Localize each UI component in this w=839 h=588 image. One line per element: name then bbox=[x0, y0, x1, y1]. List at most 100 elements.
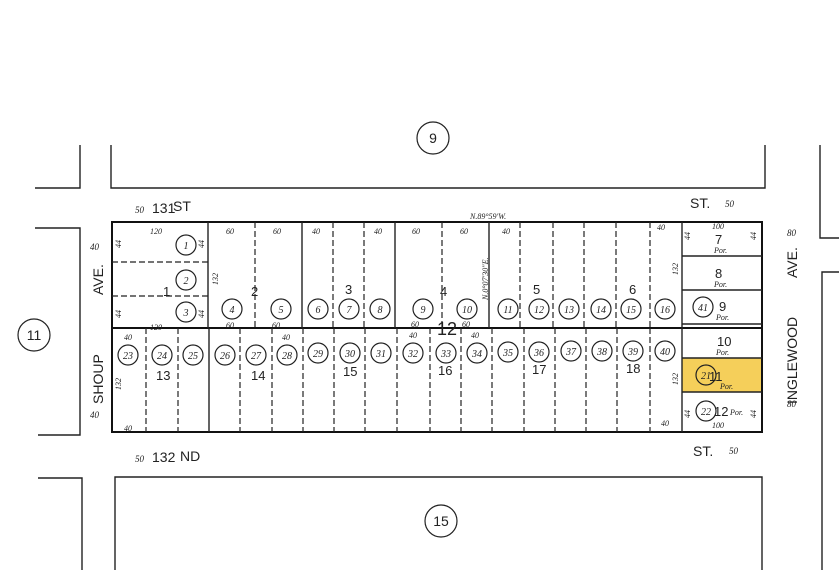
bottom-lot-lines bbox=[145, 328, 651, 432]
svg-text:40: 40 bbox=[312, 227, 320, 236]
svg-text:44: 44 bbox=[683, 410, 692, 418]
parcel-2: 2 bbox=[175, 269, 197, 291]
svg-text:Por.: Por. bbox=[715, 348, 729, 357]
parcel-38: 38 bbox=[591, 340, 613, 362]
svg-text:Por.: Por. bbox=[719, 382, 733, 391]
svg-text:132: 132 bbox=[114, 378, 123, 390]
parcel-13: 13 bbox=[558, 298, 580, 320]
svg-text:17: 17 bbox=[532, 362, 546, 377]
svg-text:40: 40 bbox=[409, 331, 417, 340]
svg-text:10: 10 bbox=[462, 305, 472, 316]
highlighted-parcel-21[interactable] bbox=[682, 358, 761, 392]
svg-text:21: 21 bbox=[701, 371, 711, 382]
svg-text:Por.: Por. bbox=[729, 408, 743, 417]
svg-text:AVE.: AVE. bbox=[90, 264, 106, 295]
svg-text:60: 60 bbox=[273, 227, 281, 236]
svg-text:1: 1 bbox=[184, 241, 189, 252]
svg-text:39: 39 bbox=[627, 347, 638, 358]
svg-text:13: 13 bbox=[156, 368, 170, 383]
svg-text:80: 80 bbox=[787, 228, 797, 238]
svg-text:60: 60 bbox=[226, 321, 234, 330]
parcel-26: 26 bbox=[214, 344, 236, 366]
parcel-34: 34 bbox=[466, 342, 488, 364]
svg-text:40: 40 bbox=[90, 410, 100, 420]
parcel-15: 15 bbox=[620, 298, 642, 320]
svg-text:132: 132 bbox=[671, 373, 680, 385]
svg-text:3: 3 bbox=[345, 282, 352, 297]
parcel-31: 31 bbox=[370, 342, 392, 364]
svg-text:1: 1 bbox=[163, 284, 170, 299]
svg-text:40: 40 bbox=[282, 333, 290, 342]
svg-text:9: 9 bbox=[429, 130, 437, 146]
parcel-22: 22 bbox=[695, 400, 717, 422]
street-131st: 50 131 ST ST. 50 bbox=[135, 195, 735, 216]
parcel-32: 32 bbox=[402, 342, 424, 364]
parcel-23: 23 bbox=[117, 344, 139, 366]
svg-text:100: 100 bbox=[712, 421, 724, 430]
svg-text:44: 44 bbox=[114, 240, 123, 248]
parcel-24: 24 bbox=[151, 344, 173, 366]
svg-text:32: 32 bbox=[407, 349, 418, 360]
parcel-9: 9 bbox=[412, 298, 434, 320]
svg-text:10: 10 bbox=[717, 334, 731, 349]
svg-text:6: 6 bbox=[629, 282, 636, 297]
svg-text:23: 23 bbox=[123, 351, 133, 362]
svg-text:44: 44 bbox=[197, 310, 206, 318]
parcel-5: 5 bbox=[270, 298, 292, 320]
svg-text:100: 100 bbox=[712, 222, 724, 231]
svg-text:60: 60 bbox=[411, 320, 419, 329]
svg-text:44: 44 bbox=[197, 240, 206, 248]
svg-text:12: 12 bbox=[714, 404, 728, 419]
svg-text:120: 120 bbox=[150, 227, 162, 236]
svg-text:25: 25 bbox=[188, 351, 198, 362]
svg-text:INGLEWOOD: INGLEWOOD bbox=[784, 317, 800, 404]
svg-text:60: 60 bbox=[460, 227, 468, 236]
parcel-25: 25 bbox=[182, 344, 204, 366]
svg-text:40: 40 bbox=[374, 227, 382, 236]
svg-text:40: 40 bbox=[124, 424, 132, 433]
parcel-35: 35 bbox=[497, 341, 519, 363]
svg-text:40: 40 bbox=[471, 331, 479, 340]
svg-text:5: 5 bbox=[533, 282, 540, 297]
svg-text:26: 26 bbox=[220, 351, 230, 362]
parcel-28: 28 bbox=[276, 344, 298, 366]
svg-text:AVE.: AVE. bbox=[784, 247, 800, 278]
svg-text:5: 5 bbox=[279, 305, 284, 316]
svg-text:8: 8 bbox=[715, 266, 722, 281]
block-15-outline bbox=[38, 271, 839, 570]
svg-text:132: 132 bbox=[152, 449, 176, 465]
svg-text:7: 7 bbox=[715, 232, 722, 247]
svg-text:30: 30 bbox=[344, 349, 355, 360]
parcel-21[interactable]: 21 bbox=[695, 364, 717, 386]
svg-text:14: 14 bbox=[251, 368, 265, 383]
svg-text:35: 35 bbox=[502, 348, 513, 359]
svg-text:16: 16 bbox=[660, 305, 670, 316]
svg-text:2: 2 bbox=[184, 276, 189, 287]
svg-text:15: 15 bbox=[343, 364, 357, 379]
parcel-27: 27 bbox=[245, 344, 267, 366]
svg-text:40: 40 bbox=[124, 333, 132, 342]
parcel-30: 30 bbox=[339, 342, 361, 364]
svg-text:40: 40 bbox=[502, 227, 510, 236]
svg-text:13: 13 bbox=[564, 305, 574, 316]
svg-text:12: 12 bbox=[534, 305, 544, 316]
parcel-12: 12 bbox=[528, 298, 550, 320]
svg-text:50: 50 bbox=[725, 199, 735, 209]
svg-text:22: 22 bbox=[701, 407, 711, 418]
svg-text:ST.: ST. bbox=[690, 195, 710, 211]
svg-text:60: 60 bbox=[226, 227, 234, 236]
svg-text:ST: ST bbox=[173, 198, 191, 214]
parcel-7: 7 bbox=[338, 298, 360, 320]
svg-text:50: 50 bbox=[135, 205, 145, 215]
block-15-label: 15 bbox=[424, 504, 458, 538]
svg-text:50: 50 bbox=[729, 446, 739, 456]
parcel-33: 33 bbox=[435, 342, 457, 364]
svg-text:40: 40 bbox=[90, 242, 100, 252]
parcel-10: 10 bbox=[456, 298, 478, 320]
svg-text:ST.: ST. bbox=[693, 443, 713, 459]
parcel-40: 40 bbox=[654, 340, 676, 362]
svg-text:16: 16 bbox=[438, 363, 452, 378]
svg-text:24: 24 bbox=[157, 351, 167, 362]
parcel-41: 41 bbox=[692, 296, 714, 318]
block-11-label: 11 bbox=[17, 318, 51, 352]
